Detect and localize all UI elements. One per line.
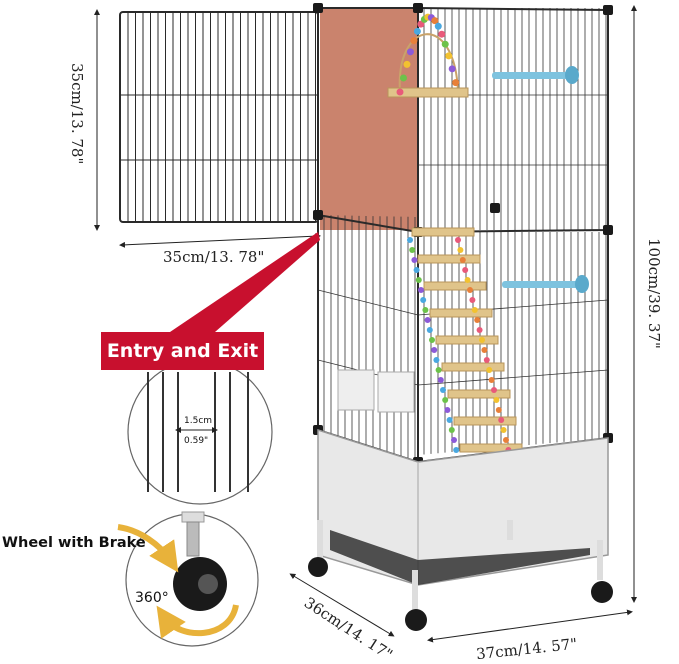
bottom-tray [317, 428, 609, 586]
swing-toy [387, 33, 469, 98]
perch-lower [502, 275, 589, 293]
feeder-cup [337, 369, 375, 411]
door-width-label: 35cm/13. 78" [163, 248, 265, 266]
perch-top [492, 66, 579, 84]
rotation-label: 360° [135, 590, 169, 606]
entry-pointer [170, 232, 320, 332]
wire-gap-cm-label: 1.5cm [184, 416, 213, 426]
entry-exit-badge: Entry and Exit [101, 332, 264, 370]
stand-legs [317, 520, 603, 610]
wire-gap-in-label: 0.59" [184, 436, 209, 446]
wire-gap-detail [127, 359, 273, 505]
door-height-label: 35cm/13. 78" [68, 63, 86, 165]
wheels [308, 557, 613, 631]
wheel-brake-label: Wheel with Brake [2, 535, 146, 551]
wheel-detail [117, 511, 259, 647]
ladder [411, 227, 523, 453]
feeder-cup-2 [377, 371, 415, 413]
door-opening-overlay [320, 8, 418, 230]
total-height-label: 100cm/39. 37" [645, 238, 663, 349]
open-door-panel [119, 11, 319, 223]
